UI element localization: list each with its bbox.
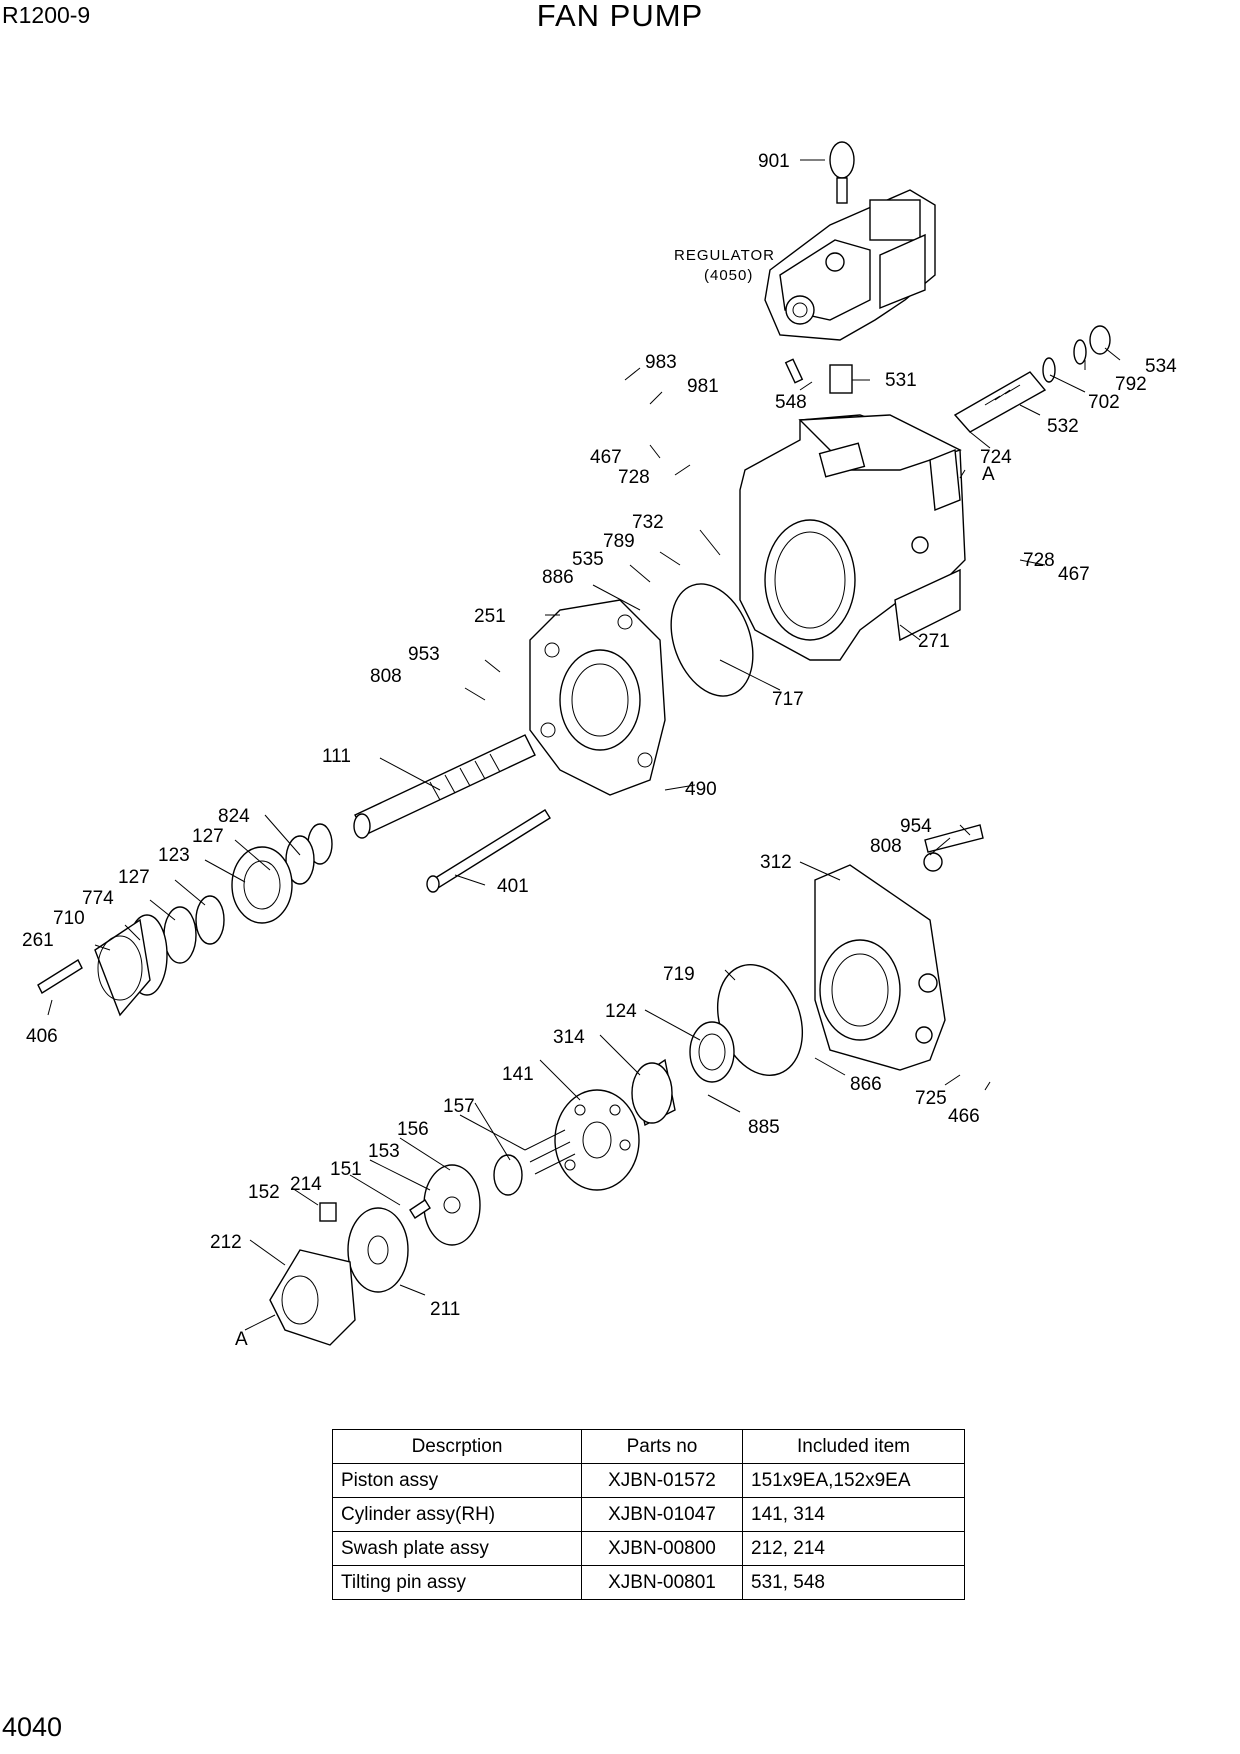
callout-954: 954 xyxy=(900,816,932,837)
regulator-drawing xyxy=(764,189,936,341)
callout-808-right: 808 xyxy=(870,836,902,857)
cell-parts-no: XJBN-01047 xyxy=(581,1497,743,1532)
callout-548: 548 xyxy=(775,392,807,413)
callout-151: 151 xyxy=(330,1159,362,1180)
callout-732: 732 xyxy=(632,512,664,533)
callout-212: 212 xyxy=(210,1232,242,1253)
section-mark-top: A xyxy=(982,464,995,485)
callout-152: 214 xyxy=(290,1174,322,1195)
bolt-401-drawing xyxy=(426,809,551,893)
callout-953: 953 xyxy=(408,644,440,665)
callout-261: 261 xyxy=(22,930,54,951)
callout-886: 886 xyxy=(542,567,574,588)
cell-parts-no: XJBN-00801 xyxy=(581,1565,743,1600)
o-ring-717-drawing xyxy=(670,583,754,697)
model-number: R1200-9 xyxy=(2,2,91,28)
pump-casing-drawing xyxy=(739,414,966,661)
table-row: Swash plate assy XJBN-00800 212, 214 xyxy=(332,1531,965,1566)
callout-406: 406 xyxy=(26,1026,58,1047)
eye-bolt-drawing xyxy=(829,141,855,204)
callout-156: 156 xyxy=(397,1119,429,1140)
cell-parts-no: XJBN-01572 xyxy=(581,1463,743,1498)
callout-153: 153 xyxy=(368,1141,400,1162)
callout-719: 719 xyxy=(663,964,695,985)
callout-981: 981 xyxy=(687,376,719,397)
callout-141: 141 xyxy=(502,1064,534,1085)
column-header-included-item: Included item xyxy=(742,1429,965,1464)
callout-702: 702 xyxy=(1088,392,1120,413)
callout-789: 789 xyxy=(603,531,635,552)
callout-127-b: 127 xyxy=(118,867,150,888)
callout-490: 490 xyxy=(685,779,717,800)
bearing-stack-drawing xyxy=(37,823,333,1017)
callout-535: 535 xyxy=(572,549,604,570)
callout-710: 710 xyxy=(53,908,85,929)
callout-124: 124 xyxy=(605,1001,637,1022)
callout-792: 792 xyxy=(1115,374,1147,395)
column-header-description: Descrption xyxy=(332,1429,582,1464)
callout-532: 532 xyxy=(1047,416,1079,437)
callout-314: 314 xyxy=(553,1027,585,1048)
diagram-labels: REGULATOR (4050) A A 901 983 981 548 531… xyxy=(22,151,1177,1350)
cell-description: Tilting pin assy xyxy=(332,1565,582,1600)
callout-774: 774 xyxy=(82,888,114,909)
callout-983: 983 xyxy=(645,352,677,373)
cover-drawing xyxy=(814,824,984,1071)
callout-728-top: 728 xyxy=(618,467,650,488)
callout-885: 885 xyxy=(748,1117,780,1138)
callout-214: 152 xyxy=(248,1182,280,1203)
parts-assembly-table: Descrption Parts no Included item Piston… xyxy=(332,1429,965,1600)
drive-shaft-drawing xyxy=(353,734,536,839)
callout-271: 271 xyxy=(918,631,950,652)
cell-description: Swash plate assy xyxy=(332,1531,582,1566)
callout-467-right: 467 xyxy=(1058,564,1090,585)
callout-531: 531 xyxy=(885,370,917,391)
callout-123: 123 xyxy=(158,845,190,866)
callout-824: 824 xyxy=(218,806,250,827)
callout-725: 725 xyxy=(915,1088,947,1109)
cell-description: Piston assy xyxy=(332,1463,582,1498)
cell-included-item: 151x9EA,152x9EA xyxy=(742,1463,965,1498)
callout-467-top: 467 xyxy=(590,447,622,468)
cell-parts-no: XJBN-00800 xyxy=(581,1531,743,1566)
callout-728-right: 728 xyxy=(1023,550,1055,571)
stopper-drawing xyxy=(953,325,1111,433)
regulator-label: REGULATOR xyxy=(674,247,775,264)
callout-717: 717 xyxy=(772,689,804,710)
callout-157: 157 xyxy=(443,1096,475,1117)
callout-866: 866 xyxy=(850,1074,882,1095)
cell-included-item: 531, 548 xyxy=(742,1565,965,1600)
table-row: Cylinder assy(RH) XJBN-01047 141, 314 xyxy=(332,1497,965,1532)
callout-312: 312 xyxy=(760,852,792,873)
callout-534: 534 xyxy=(1145,356,1177,377)
rotary-group-drawing xyxy=(269,1021,735,1346)
valve-block-drawing xyxy=(529,599,666,796)
cell-description: Cylinder assy(RH) xyxy=(332,1497,582,1532)
callout-127-a: 127 xyxy=(192,826,224,847)
cell-included-item: 212, 214 xyxy=(742,1531,965,1566)
table-row: Piston assy XJBN-01572 151x9EA,152x9EA xyxy=(332,1463,965,1498)
tilting-pin-drawing xyxy=(784,358,853,394)
cell-included-item: 141, 314 xyxy=(742,1497,965,1532)
callout-808-top: 808 xyxy=(370,666,402,687)
page-number: 4040 xyxy=(2,1712,63,1742)
table-header-row: Descrption Parts no Included item xyxy=(332,1429,965,1464)
leader-lines xyxy=(47,159,1121,1331)
section-mark-bottom: A xyxy=(235,1329,248,1350)
callout-251: 251 xyxy=(474,606,506,627)
callout-211: 211 xyxy=(430,1299,460,1320)
callout-901: 901 xyxy=(758,151,790,172)
callout-111: 111 xyxy=(322,746,351,767)
column-header-parts-no: Parts no xyxy=(581,1429,743,1464)
callout-466: 466 xyxy=(948,1106,980,1127)
callout-401: 401 xyxy=(497,876,529,897)
regulator-code: (4050) xyxy=(704,267,753,284)
page-title: FAN PUMP xyxy=(536,0,704,33)
callout-724: 724 xyxy=(980,447,1012,468)
table-row: Tilting pin assy XJBN-00801 531, 548 xyxy=(332,1565,965,1600)
